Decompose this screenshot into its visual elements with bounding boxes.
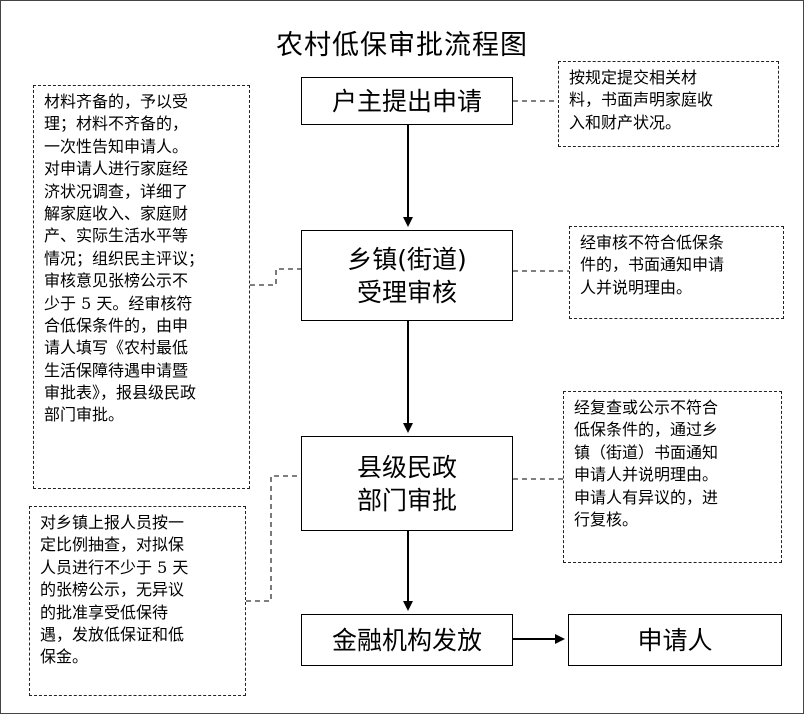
note-review-rejection: 经审核不符合低保条 件的，书面通知申请 人并说明理由。 [569,226,784,319]
note-township-procedure: 材料齐备的，予以受 理；材料不齐备的， 一次性告知申请人。 对申请人进行家庭经 … [33,85,250,489]
step-county-approval: 县级民政 部门审批 [301,436,513,531]
step-county-approval-line1: 县级民政 [356,452,457,482]
connector-left-top-note [250,268,301,286]
step-applicant: 申请人 [568,614,782,666]
step-applicant-label: 申请人 [637,625,713,655]
note-recheck-rejection: 经复查或公示不符合 低保条件的，通过乡 镇（街道）书面通知 申请人并说明理由。 … [563,391,782,563]
step-financial-release-label: 金融机构发放 [331,625,482,655]
diagram-title: 农村低保审批流程图 [276,30,528,61]
step-township-review-line2: 受理审核 [356,277,457,307]
step-household-apply: 户主提出申请 [301,77,513,125]
step-financial-release: 金融机构发放 [301,614,513,666]
step-township-review-line1: 乡镇(街道) [347,244,467,274]
note-county-procedure: 对乡镇上报人员按一 定比例抽查，对拟保 人员进行不少于 5 天 的张榜公示，无异… [29,506,246,696]
note-apply-materials: 按规定提交相关材 料，书面声明家庭收 入和财产状况。 [558,61,779,147]
step-county-approval-line2: 部门审批 [356,485,457,515]
connector-left-bottom-note [246,475,301,602]
step-township-review: 乡镇(街道) 受理审核 [301,230,513,321]
step-household-apply-label: 户主提出申请 [331,86,482,116]
